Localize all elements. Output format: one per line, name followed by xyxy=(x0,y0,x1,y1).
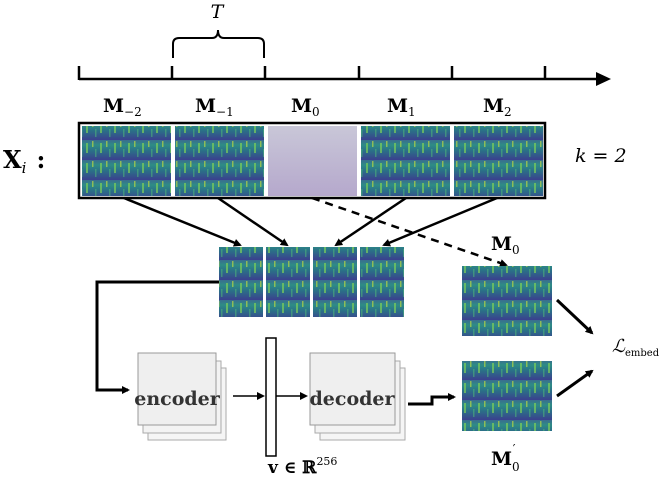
segment-label-m0: M0 xyxy=(291,95,320,119)
decoder-to-prediction-arrow xyxy=(408,393,456,406)
segment-m-2 xyxy=(82,126,171,196)
target-dashed-arrow xyxy=(311,196,508,267)
input-label: Xi: xyxy=(3,145,45,177)
segment-label-m2: M2 xyxy=(483,95,512,119)
context-to-encoder-arrow xyxy=(95,280,219,394)
segment-m2 xyxy=(454,126,543,196)
context-arrows xyxy=(123,196,498,247)
window-label: T xyxy=(211,1,225,23)
segment-label-m1: M1 xyxy=(387,95,416,119)
segment-m1 xyxy=(361,126,450,196)
segment-label-m-1: M−1 xyxy=(195,95,234,119)
segment-m0-masked xyxy=(268,126,357,196)
prediction-to-loss-arrow xyxy=(556,369,594,398)
target-label: M0 xyxy=(491,233,520,257)
encoder-label: encoder xyxy=(134,388,221,410)
timeline-arrowhead xyxy=(596,72,611,86)
target-spectrogram xyxy=(462,266,552,336)
predicted-spectrogram xyxy=(462,361,552,431)
latent-label: v ∈ ℝ256 xyxy=(267,455,337,478)
k-label: k = 2 xyxy=(575,145,627,167)
encoder-block: encoder xyxy=(134,352,227,441)
target-to-loss-arrow xyxy=(555,298,594,335)
segment-label-m-2: M−2 xyxy=(103,95,142,119)
decoder-label: decoder xyxy=(310,388,396,410)
input-spectrogram xyxy=(77,121,547,200)
timeline-ticks xyxy=(77,66,547,80)
prediction-label: M0′ xyxy=(491,442,520,474)
segment-labels: M−2 M−1 M0 M1 M2 xyxy=(103,95,512,119)
decoder-block: decoder xyxy=(309,352,406,441)
context-stack xyxy=(219,247,404,317)
window-brace xyxy=(172,29,265,58)
loss-label: ℒembed xyxy=(612,336,660,359)
timeline: T xyxy=(77,1,611,86)
latent-bottleneck xyxy=(265,337,277,457)
segment-m-1 xyxy=(175,126,264,196)
